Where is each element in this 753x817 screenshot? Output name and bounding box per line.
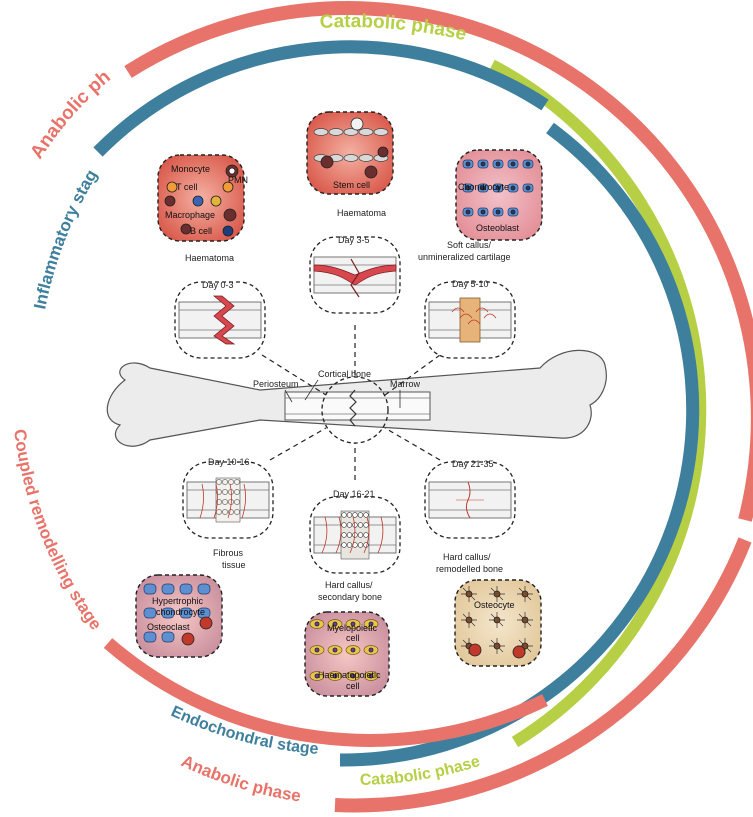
connector-lines [261,325,441,480]
tcell-label: T cell [176,182,197,192]
section-day-5-10 [424,281,516,359]
anabolic-label-bottom: Anabolic phase [178,751,302,805]
cellbox-marrow [304,611,390,697]
chondrocyte-label: Chondrocyte [458,182,509,192]
section-day-3-5 [309,236,401,314]
coupled-arc [103,638,548,747]
section-day-0-3 [174,281,266,359]
stemcell-label: Stem cell [333,180,370,190]
periosteum-label: Periosteum [253,379,299,389]
catabolic-arc-top [489,59,707,748]
anabolic-arc-top [124,1,753,522]
osteoblast-label: Osteoblast [476,223,520,233]
bcell-label: B cell [190,226,212,236]
day-16-21-label: Day 16-21 [333,489,375,499]
caption-remodelled-2: remodelled bone [436,564,503,574]
hypertrophic-label-2: chondrocyte [156,607,205,617]
cortical-bone-label: Cortical bone [318,369,371,379]
pmn-label: PMN [228,175,248,185]
caption-fibrous-2: tissue [222,560,246,570]
day-10-16-label: Day 10-16 [208,457,250,467]
haematopoietic-label-2: cell [346,681,360,691]
section-day-21-35 [424,461,516,539]
inflammatory-label: Inflammatory stage [0,0,101,311]
caption-haematoma-1: Haematoma [185,253,234,263]
haematopoietic-label-1: Haematopoietic [318,670,381,680]
caption-fibrous-1: Fibrous [213,548,244,558]
anabolic-label-top: Anabolic phase [0,0,115,163]
day-21-35-label: Day 21-35 [452,459,494,469]
femur-bone [106,349,607,447]
stage-arc-right [339,122,700,767]
phase-arcs [93,1,753,813]
caption-hard-callus-1: Hard callus/ [325,580,373,590]
section-day-10-16 [182,461,274,539]
coupled-label: Coupled remodelling stage [10,428,106,633]
cellbox-chondro [455,149,543,241]
inflammatory-arc [93,40,549,157]
anabolic-arc-bottom [334,537,752,813]
day-5-10-label: Day 5-10 [452,279,489,289]
hypertrophic-label-1: Hypertrophic [152,596,204,606]
osteocyte-label: Osteocyte [474,600,515,610]
cellbox-inflammatory [157,154,245,242]
section-day-16-21 [309,496,401,574]
cellbox-hypertrophic [135,574,223,658]
caption-hard-callus-2: secondary bone [318,592,382,602]
caption-soft-callus-1: Soft callus/ [447,240,492,250]
cellbox-stem [306,111,394,195]
fracture-line [349,389,357,427]
marrow-label: Marrow [390,379,421,389]
cellbox-osteocyte [454,579,542,667]
day-0-3-label: Day 0-3 [202,280,234,290]
caption-soft-callus-2: unmineralized cartilage [418,252,511,262]
caption-haematoma-2: Haematoma [337,208,386,218]
macrophage-label: Macrophage [165,210,215,220]
myelopoietic-label-2: cell [346,633,360,643]
caption-remodelled-1: Hard callus/ [443,552,491,562]
myelopoietic-label-1: Myelopoietic [327,623,378,633]
monocyte-label: Monocyte [171,164,210,174]
osteoclast-label: Osteoclast [147,622,190,632]
day-3-5-label: Day 3-5 [338,235,370,245]
